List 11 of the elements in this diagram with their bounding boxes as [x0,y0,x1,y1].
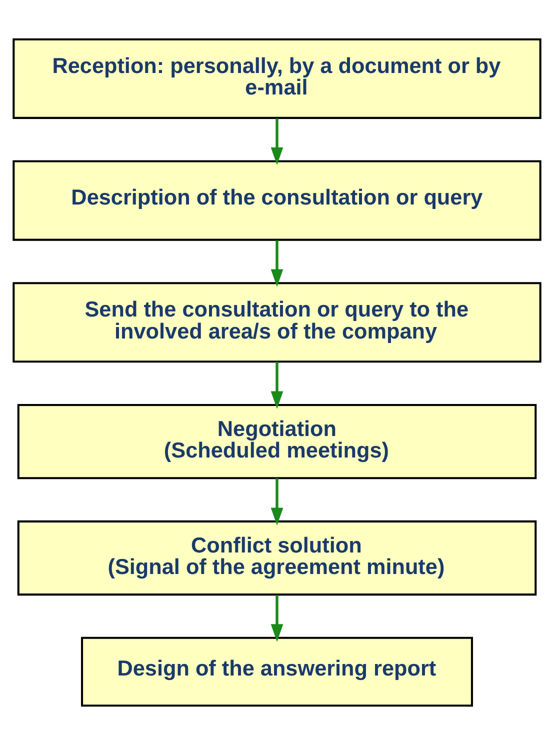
node-box: Design of the answering report [81,636,473,706]
node-box: Reception: personally, by a document or by e-mail [12,38,542,118]
node-box: Conflict solution (Signal of the agreement minute) [17,520,537,596]
arrow [270,118,284,164]
arrow [270,240,284,286]
node-box: Send the consultation or query to the involved area/s of the company [12,282,542,362]
node-box: Description of the consultation or query [12,160,542,240]
node-box: Negotiation (Scheduled meetings) [17,403,537,479]
arrow [270,361,284,408]
arrow [270,478,284,525]
arrow [270,594,284,642]
